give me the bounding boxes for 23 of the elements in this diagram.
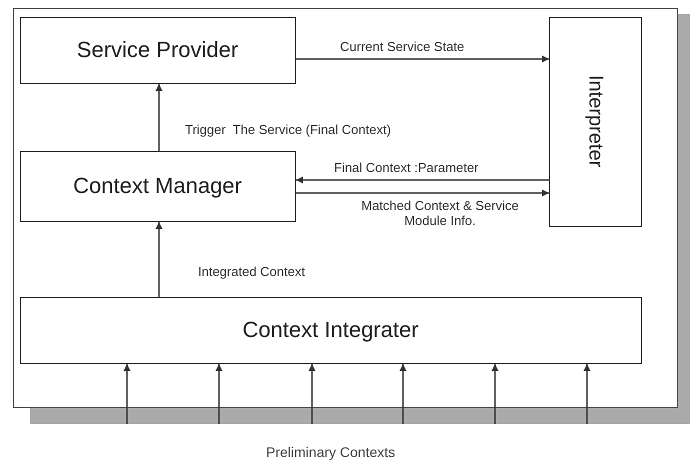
component-box [20,150,296,222]
component-box [20,296,642,364]
arrow [584,364,590,424]
arrow [308,364,316,424]
arrow [492,364,498,424]
arrow [156,84,162,151]
arrow [296,56,549,62]
frame-box [13,8,678,408]
node-label: Context Integrater [242,317,419,343]
node-label: Service Provider [76,37,238,63]
arrow [156,222,162,297]
arrow [124,364,130,424]
arrow [296,176,549,184]
arrow [400,364,406,424]
text-label: Preliminary Contexts [266,444,396,460]
arrow [216,364,222,424]
component-box [20,16,296,84]
edge-label: Trigger The Service (Final Context) [185,123,391,138]
node-label: Context Manager [73,173,242,199]
edge-label: Integrated Context [198,265,305,280]
node-label: Interpreter [584,75,606,168]
arrow [296,190,549,196]
component-box [548,16,642,226]
